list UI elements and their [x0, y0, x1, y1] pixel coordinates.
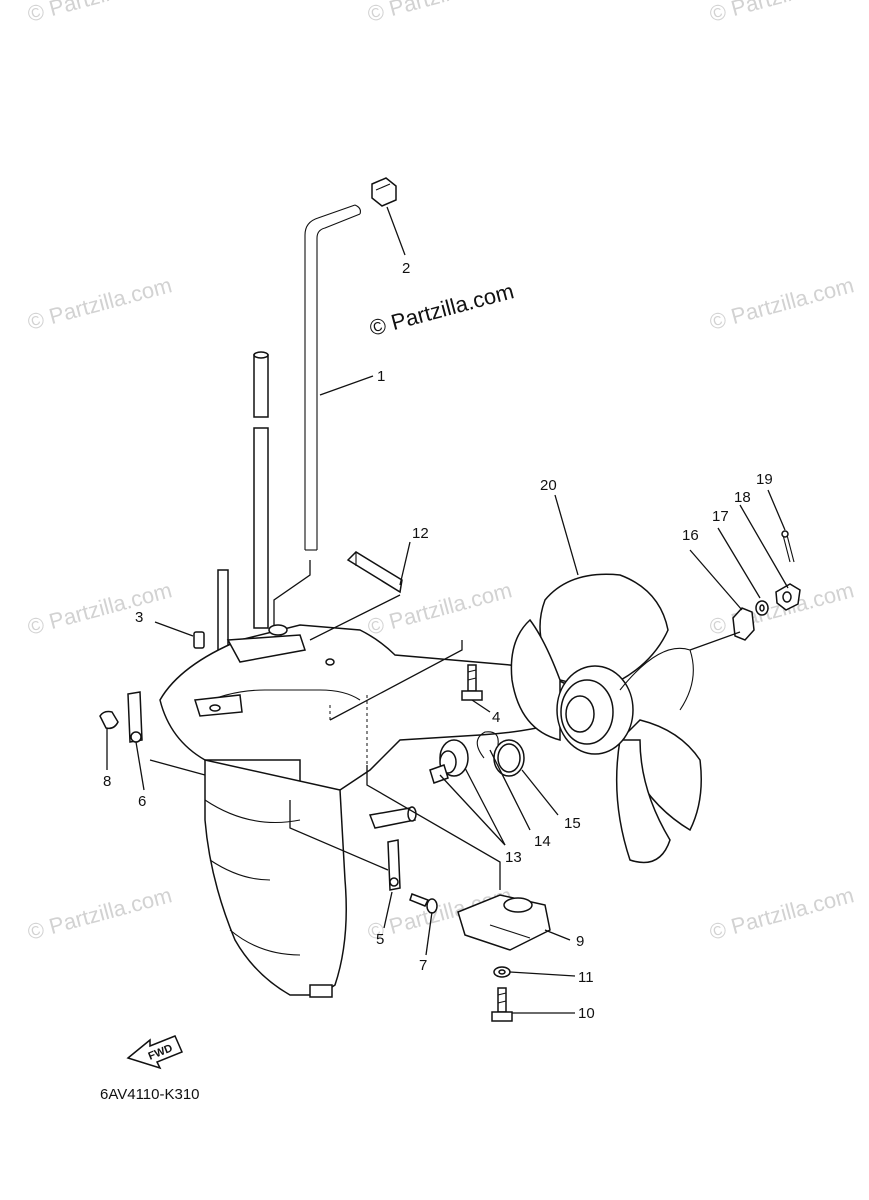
part-9-anode: [457, 894, 551, 951]
callout-3: 3: [135, 609, 143, 626]
callout-2: 2: [402, 260, 410, 277]
callout-15: 15: [564, 815, 581, 832]
watermark: © Partzilla.com: [25, 0, 175, 27]
part-17-washer: [755, 600, 769, 616]
callout-12: 12: [412, 525, 429, 542]
part-15-o-ring: [493, 739, 525, 777]
part-2-grommet: [371, 177, 397, 207]
callout-5: 5: [376, 931, 384, 948]
part-10-bolt: [491, 987, 513, 1022]
part-6-bracket: [127, 691, 143, 743]
watermark: © Partzilla.com: [707, 882, 857, 945]
lower-casing: [159, 624, 602, 998]
callout-11: 11: [578, 969, 594, 986]
drive-shaft: [217, 351, 269, 701]
callout-20: 20: [540, 477, 557, 494]
callout-13: 13: [505, 849, 522, 866]
callout-labels: 1 2 3 4 5 6 7 8 9 10 11 12 13 14 15 16 1…: [103, 260, 773, 1022]
callout-17: 17: [712, 508, 729, 525]
watermark: © Partzilla.com: [365, 0, 515, 27]
fwd-arrow-icon: FWD: [126, 1035, 183, 1070]
watermark: © Partzilla.com: [25, 577, 175, 640]
part-7-screw: [409, 893, 438, 914]
callout-10: 10: [578, 1005, 595, 1022]
part-20-propeller: [510, 573, 702, 864]
watermark: © Partzilla.com: [707, 577, 857, 640]
watermark: © Partzilla.com: [25, 272, 175, 335]
callout-14: 14: [534, 833, 551, 850]
callout-16: 16: [682, 527, 699, 544]
watermark: © Partzilla.com: [365, 577, 515, 640]
part-14-circlip: [476, 731, 499, 759]
part-5-clip: [387, 839, 401, 891]
watermark: © Partzilla.com: [707, 272, 857, 335]
part-13-spacer: [429, 739, 469, 784]
part-18-nut: [775, 583, 801, 611]
callout-19: 19: [756, 471, 773, 488]
part-8-plug: [99, 710, 119, 730]
diagram-code: 6AV4110-K310: [100, 1086, 200, 1103]
callout-6: 6: [138, 793, 146, 810]
part-4-bolt: [461, 664, 483, 701]
watermark: © Partzilla.com: [707, 0, 857, 27]
callout-18: 18: [734, 489, 751, 506]
part-12-seal: [346, 551, 403, 594]
leader-lines: [106, 206, 789, 1014]
part-11-washer: [493, 966, 511, 978]
part-3-dowel-pin: [193, 631, 205, 649]
watermark-group: © Partzilla.com © Partzilla.com © Partzi…: [25, 0, 857, 945]
callout-8: 8: [103, 773, 111, 790]
brand-mark: © Partzilla.com: [367, 278, 517, 341]
watermark: © Partzilla.com: [25, 882, 175, 945]
callout-4: 4: [492, 709, 500, 726]
part-1-water-tube: [304, 204, 361, 551]
callout-9: 9: [576, 933, 584, 950]
callout-1: 1: [377, 368, 385, 385]
callout-7: 7: [419, 957, 427, 974]
part-19-cotter-pin: [781, 530, 795, 563]
